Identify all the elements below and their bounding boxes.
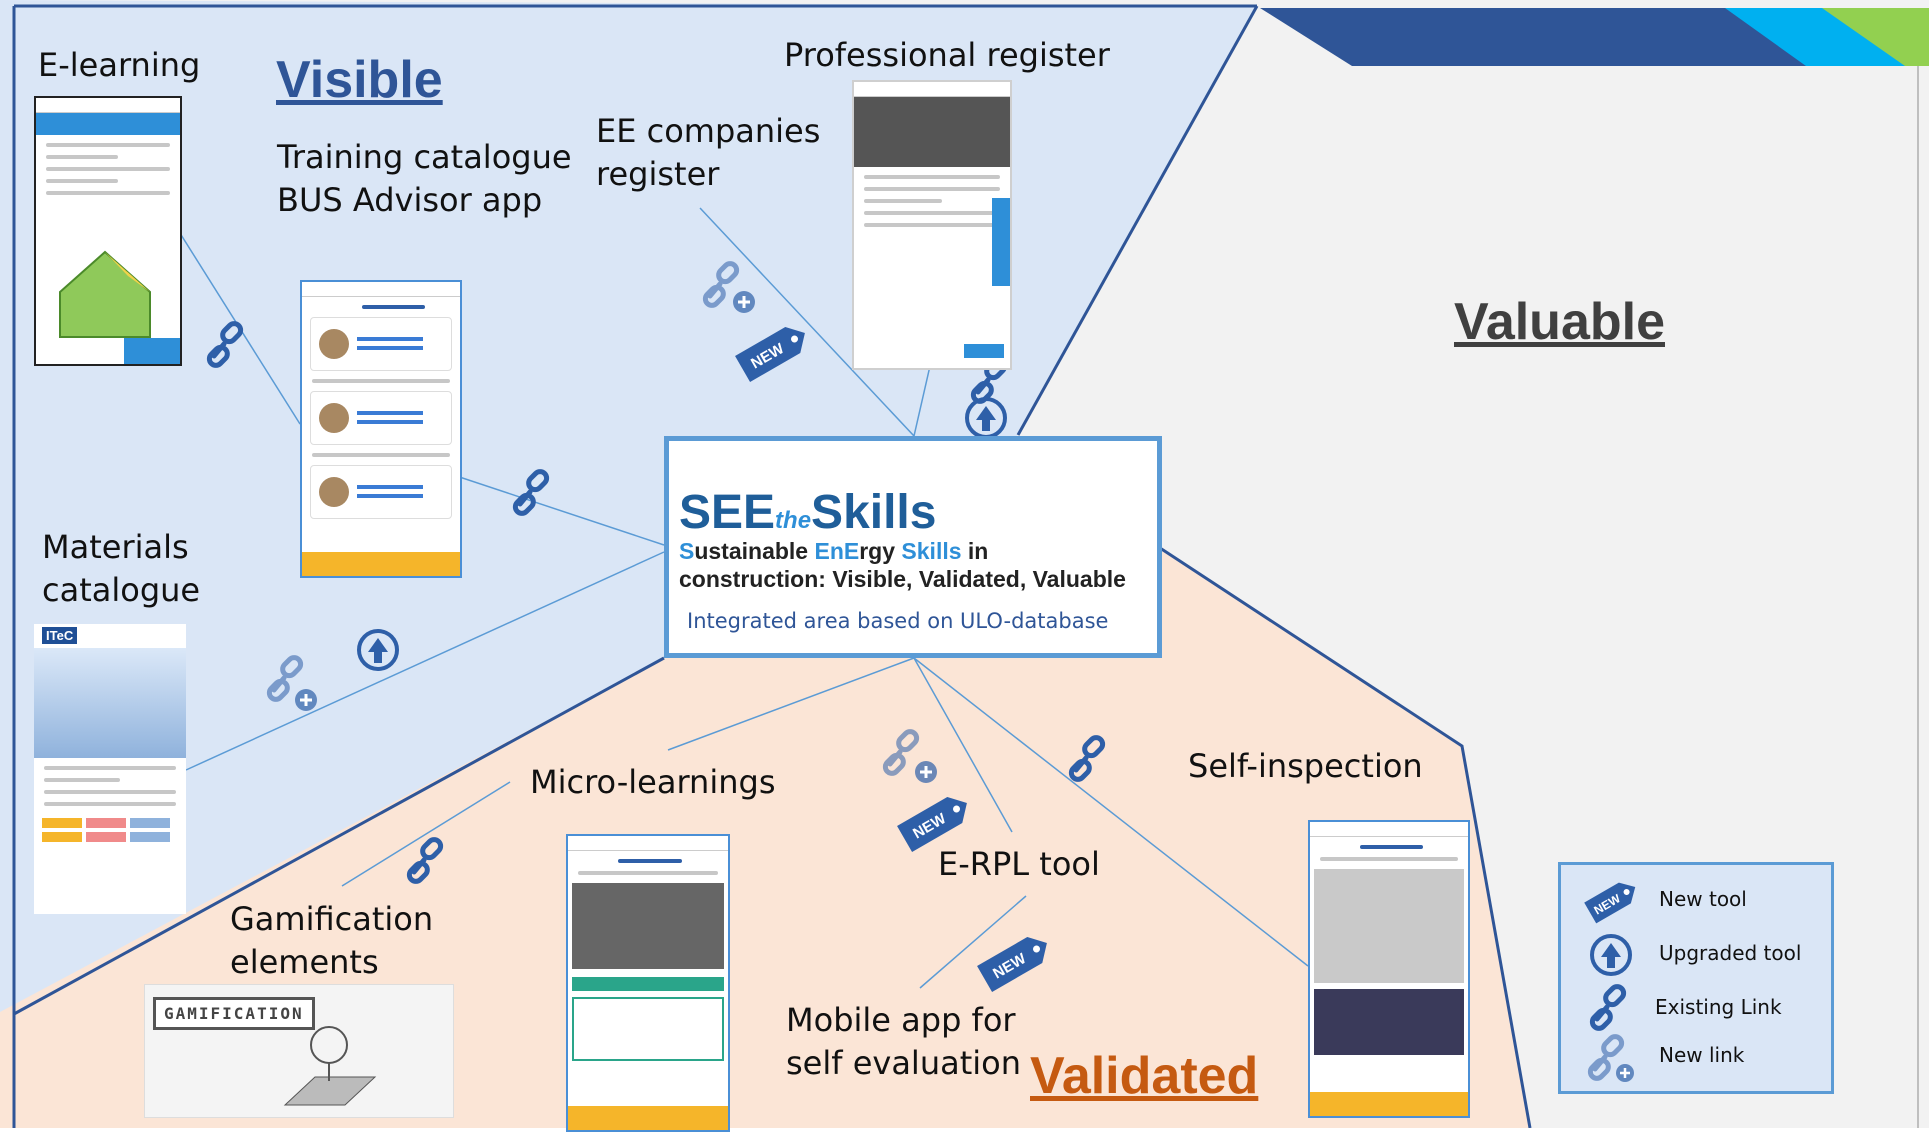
- professional-register-label: Professional register: [784, 36, 1110, 74]
- validated-zone-title: Validated: [1030, 1047, 1259, 1105]
- training-catalogue-screenshot: [300, 280, 462, 578]
- elearning-screenshot: [34, 96, 182, 366]
- validated-valuable-border: [1159, 546, 1532, 1128]
- upgraded-icon: [1590, 934, 1632, 976]
- connector-professional: [913, 365, 931, 437]
- legend-item-new-link: New link: [1561, 1031, 1831, 1085]
- legend-item-upgraded-tool: Upgraded tool: [1561, 925, 1831, 979]
- valuable-zone-title: Valuable: [1454, 293, 1665, 351]
- connector-materials: [185, 551, 665, 771]
- new-link-icon: [267, 655, 317, 711]
- legend: NEW New tool Upgraded tool Existing Link…: [1558, 862, 1834, 1094]
- link-icon: [1581, 979, 1641, 1033]
- microlearnings-screenshot: [566, 834, 730, 1132]
- mobile-app-label-line2: self evaluation: [786, 1044, 1021, 1082]
- self-inspection-label: Self-inspection: [1188, 747, 1423, 785]
- new-link-icon: [883, 729, 937, 783]
- microlearnings-label: Micro-learnings: [530, 763, 776, 801]
- visible-valuable-border: [1016, 5, 1259, 436]
- legend-label: Upgraded tool: [1659, 941, 1802, 965]
- gamification-image: GAMIFICATION: [144, 984, 454, 1118]
- materials-label-line1: Materials: [42, 528, 189, 566]
- connector-selfinspection: [913, 657, 1309, 967]
- erpl-label: E-RPL tool: [938, 845, 1100, 883]
- connector-gamification: [341, 781, 511, 887]
- self-inspection-screenshot: [1308, 820, 1470, 1118]
- validated-zone: [0, 548, 1530, 1128]
- integrated-area-text: Integrated area based on ULO-database: [687, 609, 1109, 633]
- elearning-label: E-learning: [38, 46, 201, 84]
- connector-ee-companies: [699, 207, 915, 437]
- legend-label: Existing Link: [1655, 995, 1782, 1019]
- gamification-label-line1: Gamification: [230, 900, 434, 938]
- connector-erpl: [913, 657, 1013, 833]
- materials-catalogue-screenshot: ITeC: [34, 624, 186, 914]
- ee-companies-label-line2: register: [596, 155, 720, 193]
- legend-item-new-tool: NEW New tool: [1561, 871, 1831, 925]
- gamification-banner: GAMIFICATION: [153, 997, 315, 1030]
- mobile-app-label-line1: Mobile app for: [786, 1001, 1016, 1039]
- visible-zone-title: Visible: [276, 51, 443, 109]
- training-label-line2: BUS Advisor app: [277, 181, 543, 219]
- legend-item-existing-link: Existing Link: [1561, 979, 1831, 1033]
- header-stripe-green: [1822, 8, 1929, 66]
- connector-microlearnings: [667, 657, 915, 751]
- materials-label-line2: catalogue: [42, 571, 201, 609]
- new-tag-icon: NEW: [1584, 882, 1636, 924]
- seetheskills-box: SEEtheSkills Sustainable EnErgy Skills i…: [664, 436, 1162, 658]
- new-link-icon: [1581, 1031, 1634, 1085]
- gamification-label-line2: elements: [230, 943, 379, 981]
- legend-label: New link: [1659, 1043, 1745, 1067]
- legend-label: New tool: [1659, 887, 1747, 911]
- new-link-icon: [703, 261, 755, 313]
- connector-mobile: [919, 895, 1027, 989]
- ee-companies-label-line1: EE companies: [596, 112, 821, 150]
- new-tag-icon: NEW: [735, 327, 805, 382]
- professional-register-screenshot: [852, 80, 1012, 370]
- seetheskills-logo: SEEtheSkills: [679, 486, 937, 539]
- training-label-line1: Training catalogue: [277, 138, 572, 176]
- seetheskills-tagline: Sustainable EnErgy Skills in constructio…: [679, 538, 1126, 592]
- materials-logo: ITeC: [42, 627, 78, 644]
- visible-validated-border: [13, 656, 665, 1016]
